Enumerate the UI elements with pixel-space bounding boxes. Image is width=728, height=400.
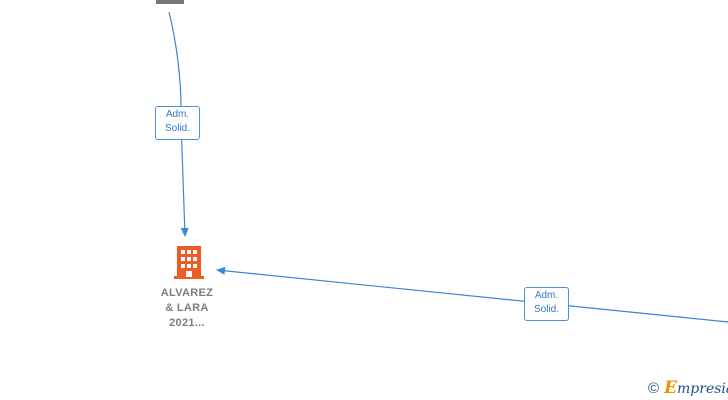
empresia-watermark: © Empresia [648, 378, 728, 398]
edge-label-top[interactable]: Adm. Solid. [155, 106, 200, 140]
company-node-label[interactable]: ALVAREZ & LARA 2021... [147, 286, 227, 331]
edge-label-right[interactable]: Adm. Solid. [524, 287, 569, 321]
edge-label-line1: Adm. [165, 109, 190, 120]
brand-logo: Empresia [664, 378, 728, 398]
edge-adm-solid-right [216, 266, 728, 323]
copyright-symbol: © [648, 379, 660, 397]
building-icon[interactable] [174, 246, 204, 279]
company-name-line3: 2021... [169, 317, 205, 329]
brand-rest: mpresia [677, 381, 728, 397]
brand-initial: E [664, 378, 678, 398]
offscreen-node-stub [156, 0, 184, 4]
edge-label-line2: Solid. [533, 304, 559, 315]
company-name-line1: ALVAREZ [160, 287, 214, 299]
edge-label-line1: Adm. [534, 290, 559, 301]
edge-label-line2: Solid. [164, 123, 190, 134]
company-name-line2: & LARA [165, 302, 209, 314]
